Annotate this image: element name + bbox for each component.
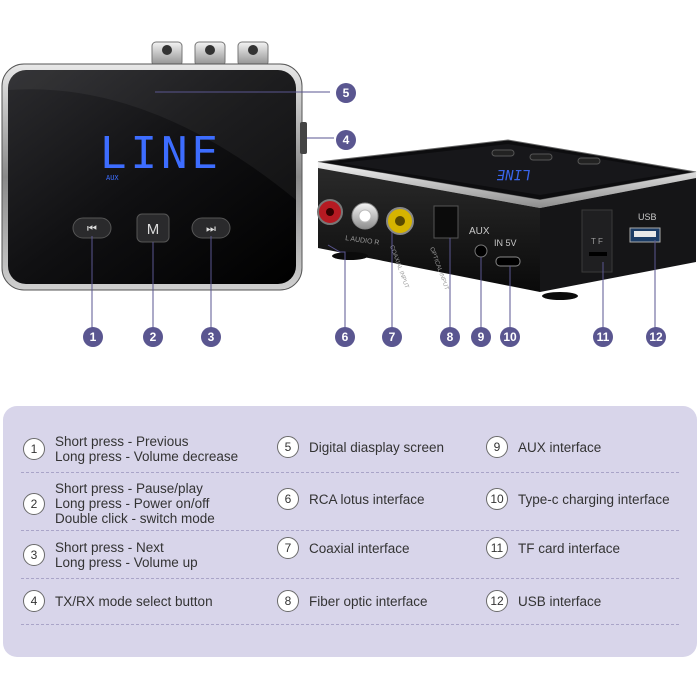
callout-badge-6: 6	[335, 327, 355, 347]
legend-row: 2 Short press - Pause/play Long press - …	[21, 476, 679, 531]
usb-c-label: IN 5V	[494, 238, 517, 248]
legend-number: 11	[486, 537, 508, 559]
left-device: LINE AUX ⏮ M ⏭	[1, 41, 307, 291]
legend-item: 11 TF card interface	[486, 537, 620, 559]
right-device: LINE L AUDIO R COAXIAL INPUT OPTICAL INP…	[317, 139, 697, 300]
next-icon: ⏭	[206, 222, 216, 235]
svg-text:3: 3	[208, 330, 215, 344]
legend-item: 10 Type-c charging interface	[486, 488, 670, 510]
usb-label: USB	[638, 212, 657, 222]
svg-text:12: 12	[649, 330, 663, 344]
legend-item: 6 RCA lotus interface	[277, 488, 425, 510]
legend-text: Short press - Next Long press - Volume u…	[55, 540, 198, 570]
legend-item: 4 TX/RX mode select button	[23, 590, 213, 612]
legend-item: 12 USB interface	[486, 590, 601, 612]
legend-text: USB interface	[518, 593, 602, 609]
svg-text:1: 1	[90, 330, 97, 344]
callout-badges: 1 2 3 4 5 6 7 8 9 10 11 12	[83, 83, 666, 347]
leader-lines	[91, 91, 656, 328]
aux-label: AUX	[469, 226, 490, 237]
svg-text:6: 6	[342, 330, 349, 344]
tf-label: T F	[591, 237, 603, 246]
legend-panel: 1 Short press - Previous Long press - Vo…	[3, 406, 697, 657]
lcd-display-subtext: AUX	[106, 174, 119, 182]
legend-row: 1 Short press - Previous Long press - Vo…	[21, 426, 679, 473]
legend-item: 2 Short press - Pause/play Long press - …	[23, 481, 215, 526]
legend-text: Short press - Previous Long press - Volu…	[55, 434, 239, 464]
legend-number: 12	[486, 590, 508, 612]
legend-text: RCA lotus interface	[309, 491, 425, 507]
mode-button-label: M	[147, 221, 160, 238]
legend-number: 2	[23, 492, 45, 515]
svg-text:2: 2	[150, 330, 157, 344]
legend-text: Short press - Pause/play Long press - Po…	[55, 481, 215, 526]
rca-label: L AUDIO R	[345, 235, 380, 247]
legend-text: TX/RX mode select button	[55, 593, 213, 609]
legend-number: 7	[277, 537, 299, 559]
callout-badge-2: 2	[143, 327, 163, 347]
legend-text: Type-c charging interface	[518, 491, 670, 507]
callout-badge-5: 5	[336, 83, 356, 103]
tx-rx-switch	[300, 122, 307, 154]
svg-text:LINE: LINE	[496, 166, 532, 182]
callout-badge-8: 8	[440, 327, 460, 347]
callout-badge-4: 4	[336, 130, 356, 150]
svg-text:4: 4	[343, 133, 350, 147]
legend-item: 7 Coaxial interface	[277, 537, 410, 559]
svg-text:7: 7	[389, 330, 396, 344]
legend-number: 4	[23, 590, 45, 612]
next-button[interactable]: ⏭	[191, 217, 231, 239]
legend-text: Fiber optic interface	[309, 593, 428, 609]
legend-text: Coaxial interface	[309, 540, 410, 556]
legend-row: 3 Short press - Next Long press - Volume…	[21, 534, 679, 579]
legend-number: 3	[23, 544, 45, 566]
svg-text:11: 11	[597, 330, 610, 344]
product-illustration: LINE AUX ⏮ M ⏭ LINE	[1, 41, 697, 347]
legend-number: 6	[277, 488, 299, 510]
callout-badge-1: 1	[83, 327, 103, 347]
legend-item: 5 Digital diasplay screen	[277, 436, 444, 458]
legend-item: 3 Short press - Next Long press - Volume…	[23, 540, 198, 570]
legend-text: AUX interface	[518, 439, 602, 455]
svg-text:9: 9	[478, 330, 485, 344]
lcd-display-text: LINE	[100, 128, 222, 179]
svg-text:5: 5	[343, 86, 350, 100]
legend-item: 1 Short press - Previous Long press - Vo…	[23, 434, 238, 464]
legend-row: 4 TX/RX mode select button 8 Fiber optic…	[21, 582, 679, 625]
callout-badge-12: 12	[646, 327, 666, 347]
callout-badge-9: 9	[471, 327, 491, 347]
svg-text:8: 8	[447, 330, 454, 344]
top-rca-jacks	[151, 41, 269, 67]
callout-badge-11: 11	[593, 327, 613, 347]
legend-number: 8	[277, 590, 299, 612]
legend-item: 9 AUX interface	[486, 436, 601, 458]
callout-badge-7: 7	[382, 327, 402, 347]
svg-text:10: 10	[503, 330, 517, 344]
legend-text: TF card interface	[518, 540, 621, 556]
previous-icon: ⏮	[87, 222, 97, 235]
legend-text: Digital diasplay screen	[309, 439, 445, 455]
legend-number: 1	[23, 438, 45, 460]
callout-badge-10: 10	[500, 327, 520, 347]
callout-badge-3: 3	[201, 327, 221, 347]
legend-item: 8 Fiber optic interface	[277, 590, 428, 612]
mode-button[interactable]: M	[136, 213, 170, 243]
legend-number: 9	[486, 436, 508, 458]
legend-number: 10	[486, 488, 508, 510]
prev-button[interactable]: ⏮	[72, 217, 112, 239]
legend-number: 5	[277, 436, 299, 458]
